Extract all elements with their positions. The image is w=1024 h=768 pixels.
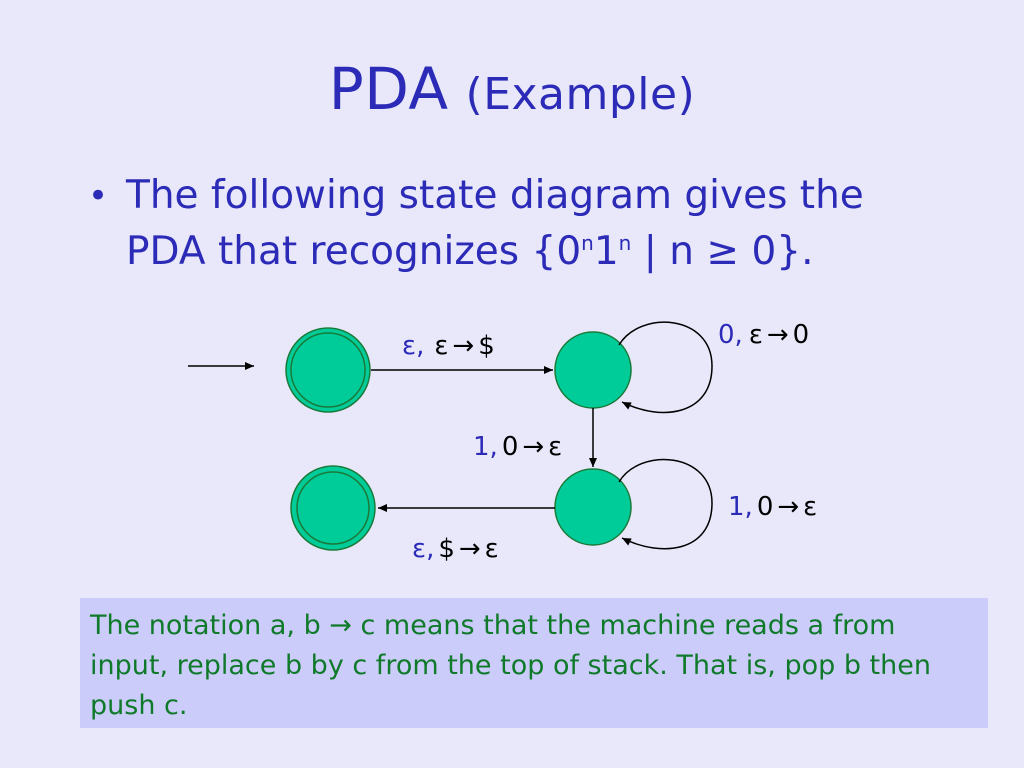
bullet-sup-n1: n <box>581 231 594 255</box>
bullet-line2-suffix: | n ≥ 0}. <box>631 229 814 274</box>
edge-q2-self <box>618 321 713 414</box>
bullet-text: The following state diagram gives the PD… <box>126 168 968 280</box>
state-q3 <box>554 468 632 546</box>
slide-title: PDA (Example) <box>0 55 1024 123</box>
label-q3-q4: ε,$→ε <box>412 534 499 564</box>
bullet-dot: • <box>88 176 109 216</box>
state-q4-accept <box>290 465 376 551</box>
notation-note-text: The notation a, b → c means that the mac… <box>90 610 931 721</box>
bullet-mid: 1 <box>593 229 619 274</box>
bullet-point: • The following state diagram gives the … <box>88 168 968 280</box>
bullet-line2-prefix: PDA that recognizes {0 <box>126 229 582 274</box>
label-q3-self: 1,0→ε <box>728 492 817 522</box>
title-main: PDA <box>328 55 449 123</box>
state-q1 <box>285 327 371 413</box>
title-paren: (Example) <box>465 69 696 120</box>
notation-note-box: The notation a, b → c means that the mac… <box>80 598 988 728</box>
bullet-sup-n2: n <box>618 231 632 255</box>
label-q2-q3: 1,0→ε <box>473 432 562 462</box>
label-q2-self: 0,ε→0 <box>718 320 809 350</box>
edge-q3-self <box>618 458 713 550</box>
bullet-line1: The following state diagram gives the <box>126 173 864 218</box>
state-q2 <box>554 331 632 409</box>
label-q1-q2: ε,ε→$ <box>402 331 495 361</box>
